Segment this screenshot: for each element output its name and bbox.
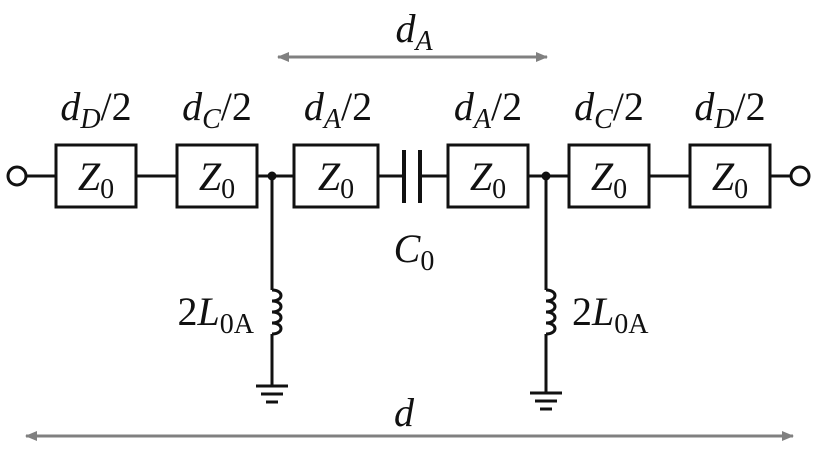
segment-label-5: dC/2: [574, 84, 644, 135]
top-span-label: dA: [395, 6, 433, 57]
svg-text:Z0: Z0: [470, 154, 506, 205]
inductor-coil-left: [271, 288, 283, 336]
segment-label-1: dD/2: [60, 84, 131, 135]
left-port: [6, 165, 28, 187]
segment-label-6: dD/2: [694, 84, 765, 135]
impedance-box-4: Z0: [446, 143, 530, 209]
impedance-box-5: Z0: [567, 143, 651, 209]
shunt-branch-right: [530, 171, 562, 411]
inductor-label-left: 2L0A: [178, 289, 255, 340]
capacitor-symbol: [402, 150, 422, 203]
segment-label-3: dA/2: [304, 84, 372, 135]
impedance-box-1: Z0: [54, 143, 138, 209]
impedance-box-6: Z0: [688, 143, 772, 209]
impedance-box-3: Z0: [292, 143, 380, 209]
ground-left: [256, 384, 288, 404]
bottom-span-label: d: [394, 390, 415, 435]
svg-text:Z0: Z0: [78, 154, 114, 205]
svg-text:Z0: Z0: [712, 154, 748, 205]
inductor-label-right: 2L0A: [572, 289, 649, 340]
segment-label-4: dA/2: [454, 84, 522, 135]
svg-text:Z0: Z0: [591, 154, 627, 205]
svg-text:Z0: Z0: [318, 154, 354, 205]
impedance-box-2: Z0: [175, 143, 259, 209]
right-port: [789, 165, 811, 187]
shunt-branch-left: [256, 171, 288, 404]
ground-right: [530, 391, 562, 411]
svg-text:Z0: Z0: [199, 154, 235, 205]
inductor-coil-right: [545, 288, 557, 336]
capacitor-label: C0: [394, 226, 435, 277]
segment-label-2: dC/2: [182, 84, 252, 135]
